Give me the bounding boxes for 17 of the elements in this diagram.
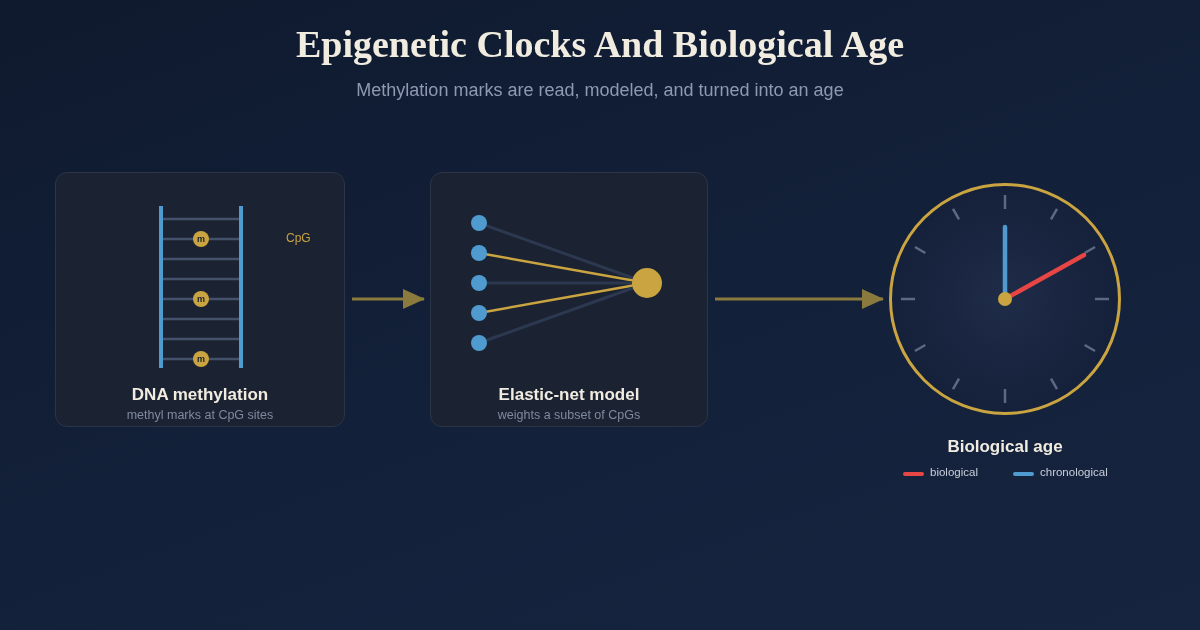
title: Epigenetic Clocks And Biological Age xyxy=(294,22,905,66)
legend-label: chronological xyxy=(1040,466,1108,478)
clock-heading: Biological age xyxy=(946,437,1064,457)
panel-description: methyl marks at CpG sites xyxy=(125,408,275,422)
subtitle: Methylation marks are read, modeled, and turned into an age xyxy=(355,80,845,101)
panel-heading: Elastic-net model xyxy=(497,385,641,405)
panel-heading: DNA methylation xyxy=(130,385,270,405)
site-label: CpG xyxy=(286,231,311,245)
panel-card xyxy=(430,172,708,427)
methyl-mark-label: m xyxy=(196,233,206,246)
legend-label: biological xyxy=(930,466,978,478)
arrow xyxy=(352,289,425,309)
arrow xyxy=(715,289,884,309)
panel-card xyxy=(55,172,345,427)
methyl-mark-label: m xyxy=(196,353,206,366)
panel-description: weights a subset of CpGs xyxy=(496,408,642,422)
methyl-mark-label: m xyxy=(196,293,206,306)
